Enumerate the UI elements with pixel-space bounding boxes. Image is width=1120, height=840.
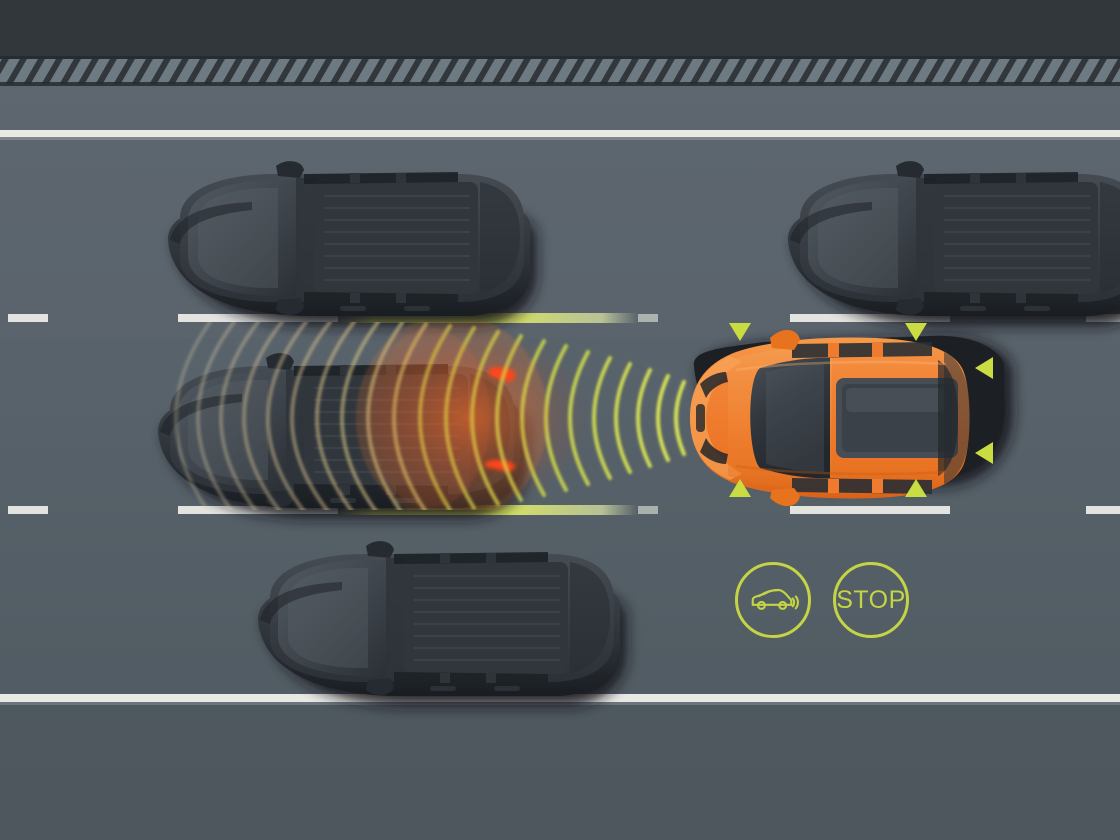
stop-label: STOP bbox=[836, 585, 906, 614]
sensor-marker-rear-right bbox=[905, 479, 927, 497]
sensor-marker-rear-left bbox=[729, 479, 751, 497]
road-barrier bbox=[0, 0, 1120, 86]
lane-line-top-solid bbox=[0, 130, 1120, 137]
adaptive-cruise-icon[interactable] bbox=[735, 562, 811, 638]
dark-car-top-left bbox=[168, 161, 536, 326]
sensor-marker-side-top bbox=[975, 357, 993, 379]
ego-car-orange bbox=[690, 329, 1013, 507]
sensor-markers bbox=[729, 323, 993, 497]
dark-car-bottom-left bbox=[258, 541, 626, 706]
sensor-marker-front-left bbox=[729, 323, 751, 341]
sensor-marker-front-right bbox=[905, 323, 927, 341]
radar-waves bbox=[174, 322, 686, 510]
stop-icon[interactable]: STOP bbox=[833, 562, 909, 638]
sensor-marker-side-bottom bbox=[975, 442, 993, 464]
car-with-radar-waves-icon bbox=[751, 588, 799, 610]
dark-car-top-right bbox=[788, 161, 1120, 326]
hud-icon-group: STOP bbox=[735, 555, 915, 645]
